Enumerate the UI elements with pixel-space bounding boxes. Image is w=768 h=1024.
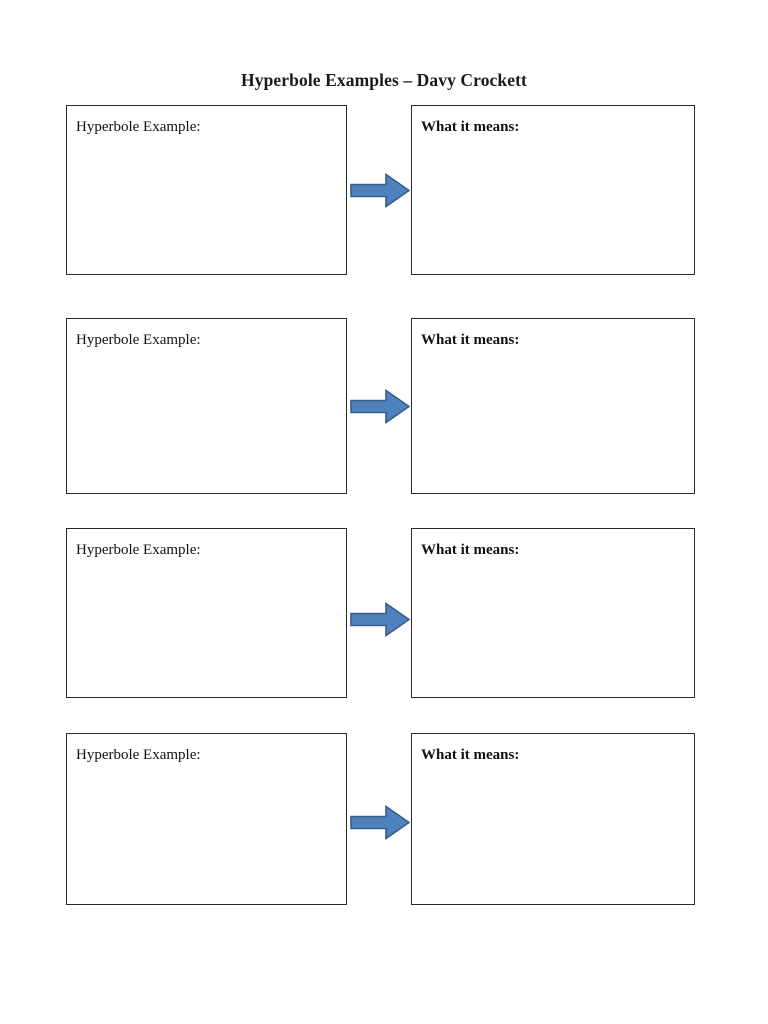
hyperbole-example-label: Hyperbole Example: xyxy=(76,332,201,348)
hyperbole-example-label: Hyperbole Example: xyxy=(76,119,201,135)
organizer-row: Hyperbole Example: What it means: xyxy=(0,105,768,275)
hyperbole-example-box[interactable]: Hyperbole Example: xyxy=(66,318,347,494)
what-it-means-label: What it means: xyxy=(421,119,520,135)
organizer-row: Hyperbole Example: What it means: xyxy=(0,528,768,698)
organizer-row: Hyperbole Example: What it means: xyxy=(0,318,768,494)
organizer-row: Hyperbole Example: What it means: xyxy=(0,733,768,905)
what-it-means-label: What it means: xyxy=(421,747,520,763)
hyperbole-example-box[interactable]: Hyperbole Example: xyxy=(66,733,347,905)
page-title: Hyperbole Examples – Davy Crockett xyxy=(241,70,527,90)
hyperbole-example-label: Hyperbole Example: xyxy=(76,542,201,558)
right-block-arrow-icon xyxy=(350,173,410,208)
what-it-means-label: What it means: xyxy=(421,542,520,558)
right-block-arrow-icon xyxy=(350,602,410,637)
right-block-arrow-icon xyxy=(350,805,410,840)
what-it-means-box[interactable]: What it means: xyxy=(411,733,695,905)
hyperbole-example-box[interactable]: Hyperbole Example: xyxy=(66,105,347,275)
what-it-means-label: What it means: xyxy=(421,332,520,348)
hyperbole-example-box[interactable]: Hyperbole Example: xyxy=(66,528,347,698)
what-it-means-box[interactable]: What it means: xyxy=(411,528,695,698)
hyperbole-example-label: Hyperbole Example: xyxy=(76,747,201,763)
what-it-means-box[interactable]: What it means: xyxy=(411,318,695,494)
right-block-arrow-icon xyxy=(350,389,410,424)
what-it-means-box[interactable]: What it means: xyxy=(411,105,695,275)
